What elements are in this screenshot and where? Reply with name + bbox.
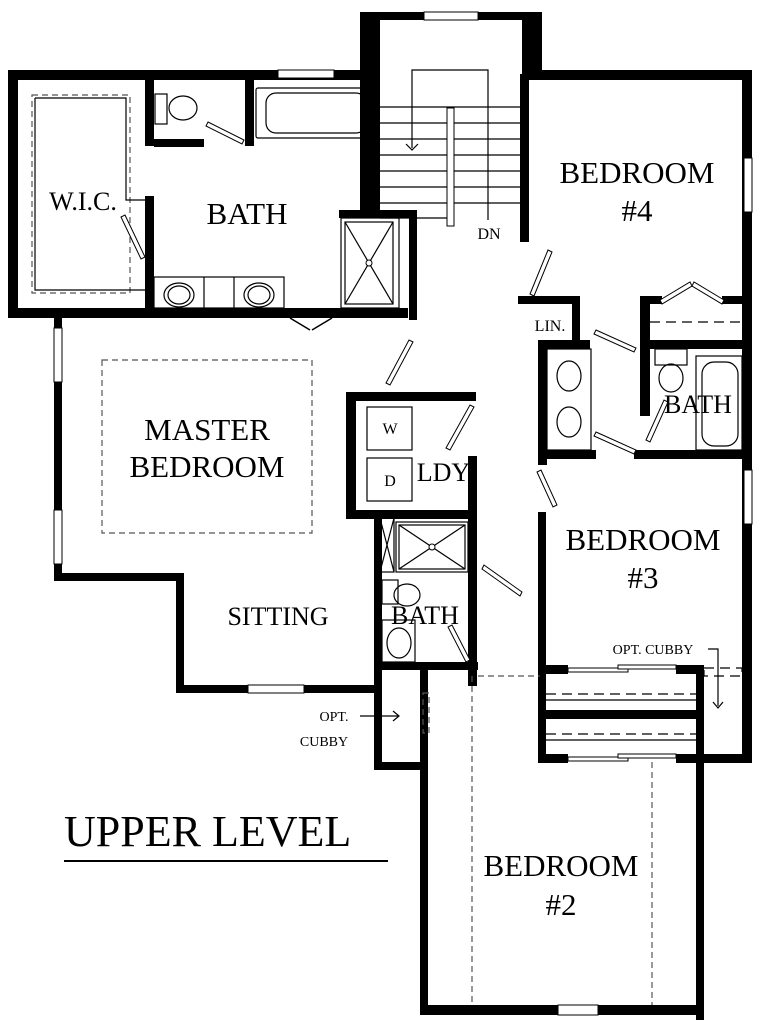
doors: [120, 121, 669, 663]
label-stairs-dn: DN: [477, 226, 501, 243]
label-sitting: SITTING: [227, 602, 328, 631]
label-master-bedroom-1: MASTER: [144, 412, 270, 447]
label-laundry: LDY.: [417, 458, 474, 487]
label-master-bedroom-2: BEDROOM: [129, 449, 284, 484]
label-bedroom2-2: #2: [546, 887, 577, 922]
label-opt-cubby-left-1: OPT.: [320, 710, 349, 725]
label-bath-east: BATH: [664, 390, 732, 419]
plan-title: UPPER LEVEL: [64, 807, 351, 856]
label-wic: W.I.C.: [49, 187, 117, 216]
label-dryer: D: [384, 473, 396, 490]
windows: [53, 11, 753, 1016]
label-bedroom3-1: BEDROOM: [565, 522, 720, 557]
staircase: [380, 69, 520, 227]
fixtures: [31, 87, 743, 1005]
label-bedroom4-2: #4: [622, 193, 654, 228]
label-hall-bath: BATH: [391, 601, 459, 630]
label-linen: LIN.: [535, 318, 566, 335]
label-opt-cubby-left-2: CUBBY: [300, 735, 348, 750]
label-bedroom4-1: BEDROOM: [559, 155, 714, 190]
label-washer: W: [382, 421, 398, 438]
cubby-arrows: [360, 648, 724, 722]
label-bedroom2-1: BEDROOM: [483, 848, 638, 883]
label-master-bath: BATH: [207, 196, 288, 231]
room-labels: W.I.C. BATH MASTER BEDROOM SITTING BEDRO…: [49, 155, 732, 922]
label-opt-cubby-right: OPT. CUBBY: [613, 643, 694, 658]
label-bedroom3-2: #3: [628, 560, 659, 595]
